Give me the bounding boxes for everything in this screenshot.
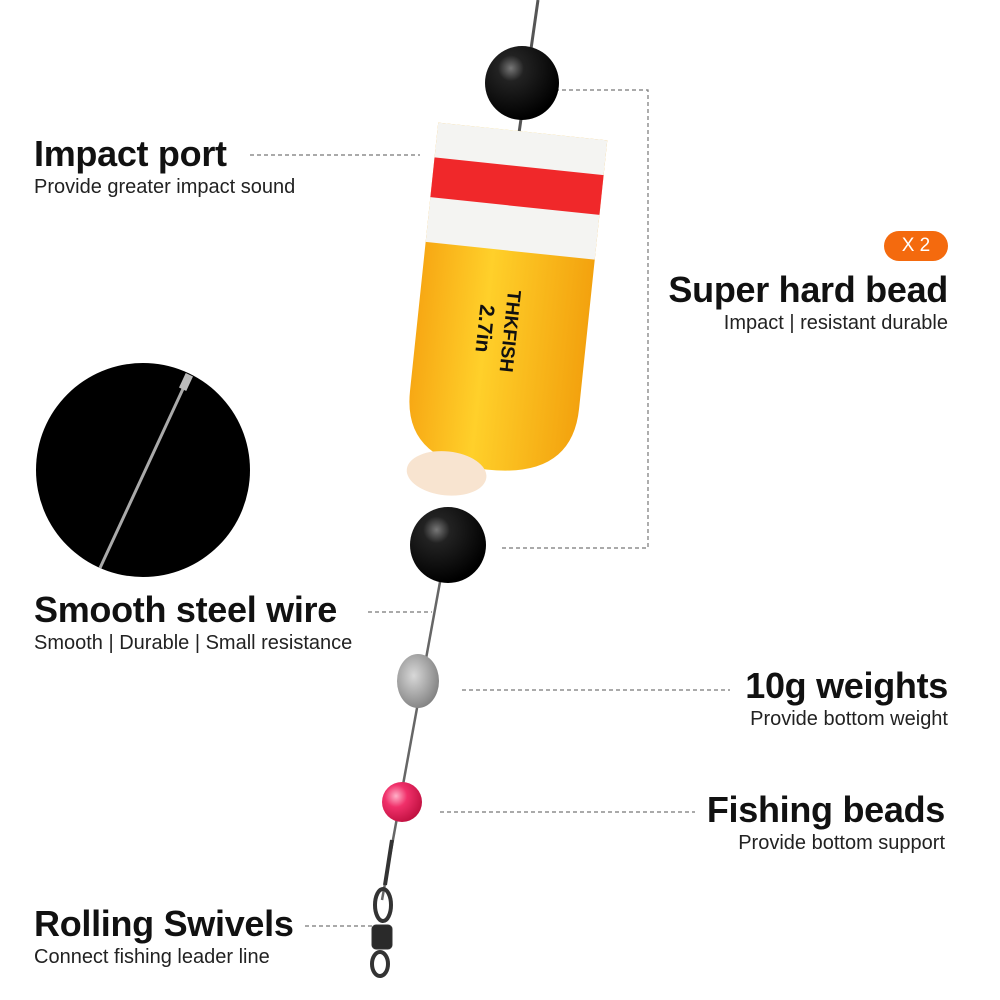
feature-rolling-swivels: Rolling Swivels Connect fishing leader l… [34, 904, 294, 970]
float-size: 2.7in [470, 304, 498, 354]
fishing-bead [382, 782, 422, 822]
quantity-badge: X 2 [884, 231, 948, 261]
feature-super-hard-bead: Super hard bead Impact | resistant durab… [668, 270, 948, 336]
feature-subtitle: Provide bottom support [738, 832, 945, 854]
feature-title: Smooth steel wire [34, 589, 337, 630]
feature-impact-port: Impact port Provide greater impact sound [34, 134, 295, 200]
leader-lines [250, 89, 730, 927]
feature-subtitle: Smooth | Durable | Small resistance [34, 632, 353, 654]
rolling-swivel [370, 839, 394, 978]
feature-subtitle: Impact | resistant durable [723, 312, 948, 334]
feature-title: Rolling Swivels [34, 903, 294, 944]
feature-smooth-steel-wire: Smooth steel wire Smooth | Durable | Sma… [34, 590, 352, 656]
feature-subtitle: Provide bottom weight [750, 708, 948, 730]
feature-subtitle: Connect fishing leader line [34, 946, 270, 968]
popping-float: THKFISH 2.7in [406, 122, 608, 496]
feature-title: Super hard bead [668, 269, 948, 310]
sinker-weight [397, 654, 439, 708]
feature-title: Impact port [34, 133, 227, 174]
feature-subtitle: Provide greater impact sound [34, 176, 296, 198]
feature-title: 10g weights [745, 665, 948, 706]
hard-bead-top [485, 46, 559, 120]
feature-10g-weights: 10g weights Provide bottom weight [745, 666, 948, 732]
feature-title: Fishing beads [706, 789, 945, 830]
hard-bead-bottom [410, 507, 486, 583]
wire-closeup [36, 363, 250, 577]
feature-fishing-beads: Fishing beads Provide bottom support [707, 790, 945, 856]
